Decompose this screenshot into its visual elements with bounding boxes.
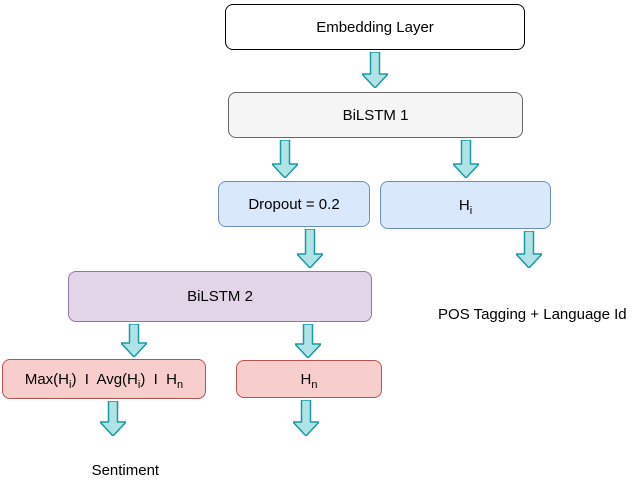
node-embedding-layer: Embedding Layer	[225, 4, 525, 50]
node-hi-label: Hi	[458, 196, 473, 217]
node-embedding-layer-label: Embedding Layer	[316, 18, 434, 36]
arrow-bilstm2-to-pooling-icon	[121, 324, 147, 357]
node-dropout-label: Dropout = 0.2	[248, 195, 340, 213]
arrow-embedding-to-bilstm1-icon	[362, 52, 388, 88]
arrow-dropout-to-bilstm2-icon	[297, 229, 323, 268]
arrow-pooling-to-sentiment-icon	[100, 401, 126, 436]
node-dropout: Dropout = 0.2	[218, 181, 370, 227]
arrow-bilstm2-to-hn-icon	[295, 324, 321, 358]
arrow-hn-to-language-modelling-icon	[293, 400, 319, 436]
node-bilstm2-label: BiLSTM 2	[187, 288, 253, 305]
node-hn-label: Hn	[300, 370, 318, 391]
node-final-hidden-hn: Hn	[236, 360, 382, 398]
node-pooling-max-avg-hn: Max(Hi) I Avg(Hi) I Hn	[2, 359, 206, 399]
arrow-bilstm1-to-hi-icon	[453, 140, 479, 178]
arrow-hi-to-pos-tagging-icon	[516, 231, 542, 268]
node-bilstm2: BiLSTM 2	[68, 271, 372, 322]
node-bilstm1-label: BiLSTM 1	[342, 106, 409, 124]
node-hidden-states-hi: Hi	[380, 181, 551, 229]
node-bilstm1: BiLSTM 1	[228, 92, 523, 138]
node-pooling-label: Max(Hi) I Avg(Hi) I Hn	[24, 370, 184, 391]
output-label-language-modelling: Language Modelling	[236, 440, 376, 485]
arrow-bilstm1-to-dropout-icon	[272, 140, 298, 178]
output-label-pos-tagging: POS Tagging + Language Id	[438, 306, 627, 323]
output-label-sentiment: Sentiment	[91, 462, 160, 479]
